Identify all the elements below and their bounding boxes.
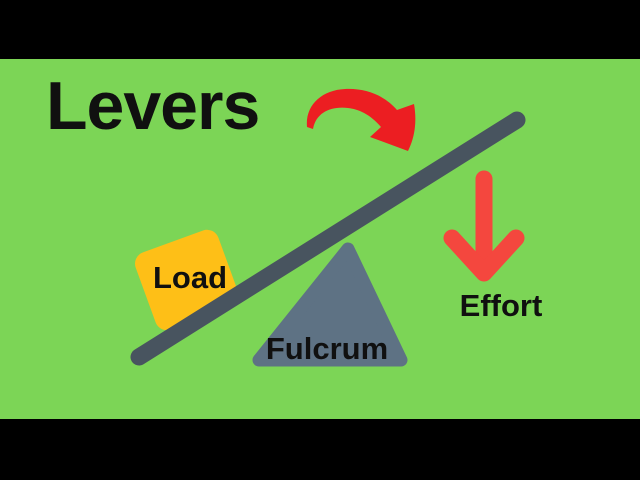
curved-arrow-icon (306, 88, 416, 151)
fulcrum-triangle (252, 242, 408, 367)
load-label: Load (152, 260, 228, 295)
letterbox-top (0, 0, 640, 59)
effort-down-arrow-icon (443, 170, 525, 282)
effort-label: Effort (459, 288, 543, 323)
lever-beam (130, 111, 526, 366)
fulcrum-label: Fulcrum (265, 331, 389, 366)
lever-diagram (130, 88, 526, 367)
letterbox-bottom (0, 419, 640, 480)
page-title: Levers (46, 68, 260, 144)
slide-canvas: Levers Load Fulcrum Effort (0, 59, 640, 419)
